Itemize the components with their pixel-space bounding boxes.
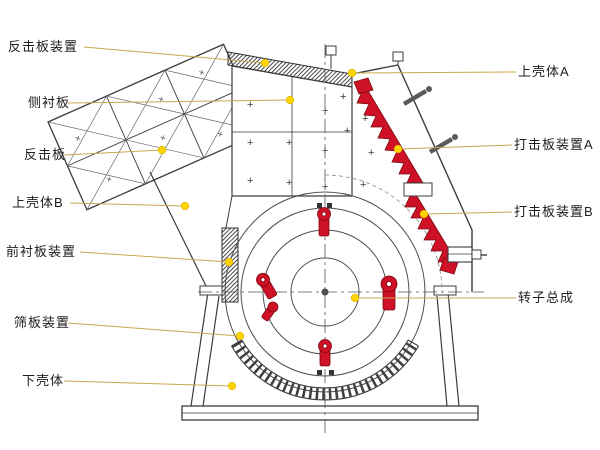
label-strike-plate-device-b: 打击板装置B: [514, 204, 594, 219]
plus-mark: +: [362, 113, 368, 125]
plus-mark: +: [247, 99, 253, 111]
upper-shell-b-edge: [149, 171, 209, 291]
plus-mark: +: [247, 175, 253, 187]
rack-bolt: [428, 137, 454, 154]
hatch-cross-mark: ×: [105, 174, 114, 185]
top-bolt: [325, 45, 337, 56]
plus-mark: +: [286, 177, 292, 189]
hatch-cross-mark: ×: [157, 94, 166, 105]
right-mount-bracket: [433, 285, 457, 296]
label-upper-shell-a: 上壳体A: [518, 64, 570, 79]
hatch-cross-mark: ×: [73, 133, 82, 144]
dot-screen-plate-device: [235, 331, 245, 341]
rotor-hammer-right: [380, 275, 398, 311]
dot-rotor-assembly: [350, 293, 360, 303]
dot-strike-plate-a: [393, 144, 403, 154]
rack-a-top-bracket: [353, 77, 374, 95]
dot-impact-plate: [157, 145, 167, 155]
label-impact-plate-device: 反击板装置: [8, 39, 79, 54]
screen-plate-arc: [231, 339, 419, 401]
label-screen-plate-device: 筛板装置: [14, 315, 71, 330]
rack-bolt: [402, 89, 428, 106]
callout-dots: [157, 58, 429, 391]
hatch-cross-mark: ×: [158, 132, 167, 143]
plus-mark: +: [322, 105, 328, 117]
dot-upper-shell-b: [180, 201, 190, 211]
plus-mark: +: [360, 179, 366, 191]
hatch-cross-mark: ×: [216, 129, 225, 140]
label-front-liner-device: 前衬板装置: [6, 244, 77, 259]
plus-mark: +: [340, 91, 346, 103]
strike-rack-b: [404, 192, 459, 275]
top-right-bolt: [392, 51, 404, 62]
dot-strike-plate-b: [419, 209, 429, 219]
rack-joint-bracket: [403, 182, 433, 197]
lower-shell-base: [181, 285, 479, 421]
label-impact-plate: 反击板: [24, 147, 67, 162]
dot-side-liner: [285, 95, 295, 105]
dot-upper-shell-a: [347, 68, 357, 78]
rack-hardware: [402, 86, 487, 263]
adjusting-cylinder: [447, 246, 487, 263]
rotor-hammer-left: [256, 272, 277, 300]
plus-mark: +: [344, 125, 350, 137]
hatch-cross-mark: ×: [197, 67, 206, 78]
label-strike-plate-device-a: 打击板装置A: [514, 137, 594, 152]
plus-mark: +: [368, 147, 374, 159]
label-lower-shell: 下壳体: [22, 373, 65, 388]
rotor-hammer-bottom: [317, 339, 334, 375]
rotor-hammer-top: [317, 203, 332, 237]
rotor-hammer-small: [261, 301, 279, 322]
dot-lower-shell: [227, 381, 237, 391]
centerlines: [198, 44, 484, 434]
strike-rack-a: [353, 77, 424, 187]
label-upper-shell-b: 上壳体B: [12, 195, 64, 210]
dot-front-liner-device: [224, 257, 234, 267]
dot-impact-plate-device: [260, 58, 270, 68]
plus-mark: +: [286, 137, 292, 149]
rotor-hammers: [256, 203, 398, 375]
plus-mark: +: [247, 137, 253, 149]
label-side-liner: 侧衬板: [28, 95, 71, 110]
left-mount-bracket: [199, 285, 223, 296]
side-liner-panel: + + + + + + + + + + + + + +: [231, 65, 374, 197]
leader-lines: [63, 46, 517, 387]
label-rotor-assembly: 转子总成: [518, 290, 575, 305]
impact-plate-stack: × × × × × ×: [47, 43, 264, 211]
